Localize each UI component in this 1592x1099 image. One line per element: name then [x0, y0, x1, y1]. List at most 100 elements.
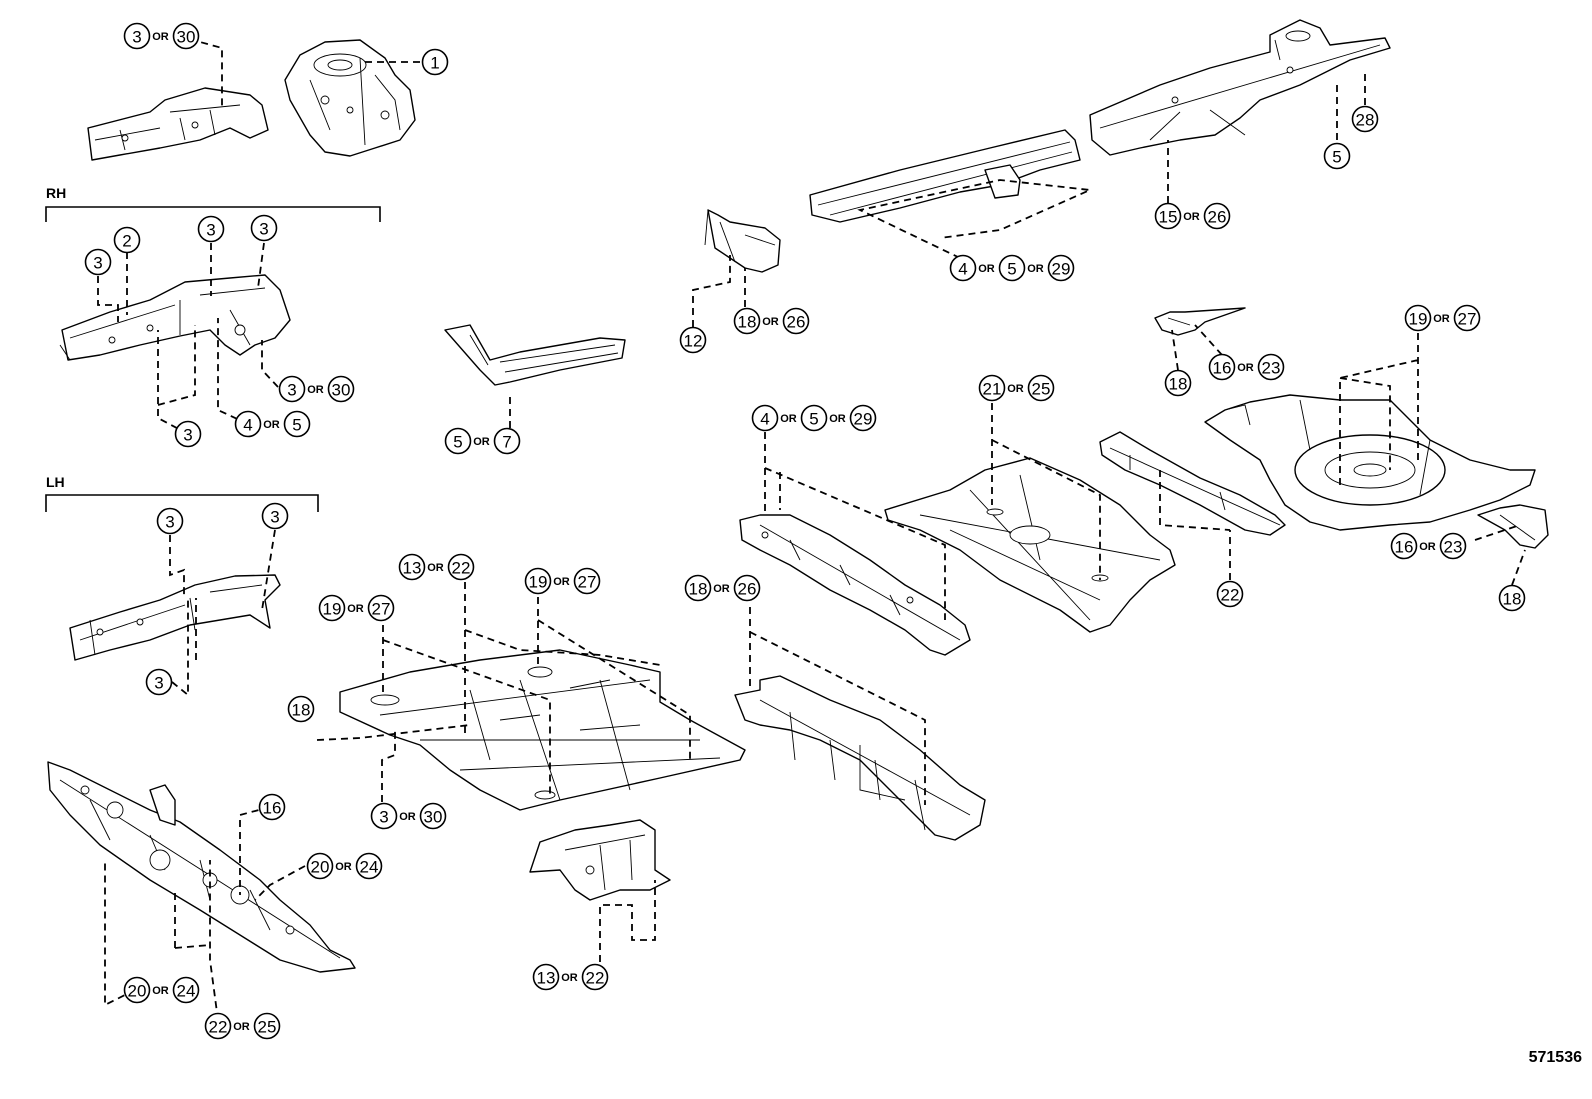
- part-number-circle: [949, 254, 977, 282]
- rear-small-bracket-upper-part[interactable]: [1154, 307, 1246, 336]
- rear-side-member-part[interactable]: [1089, 19, 1391, 156]
- part-number-circle: [1257, 353, 1285, 381]
- or-separator: OR: [152, 985, 169, 997]
- part-number: 25: [1032, 380, 1051, 399]
- part-number-circle: [1154, 202, 1182, 230]
- rh-front-side-member-part[interactable]: [59, 274, 291, 361]
- lh-section-bracket: LH: [45, 474, 319, 512]
- front-side-member-part[interactable]: [87, 87, 269, 161]
- part-number: 13: [403, 559, 422, 578]
- part-number-circle: [1203, 202, 1231, 230]
- part-number-circle: [532, 963, 560, 991]
- part-number-circle: [1498, 584, 1526, 612]
- part-number-circle: [197, 215, 225, 243]
- part-number: 3: [93, 254, 102, 273]
- callout-lh-3a: 3: [156, 507, 184, 535]
- part-number-circle: [172, 22, 200, 50]
- part-number: 3: [270, 508, 279, 527]
- part-number: 18: [1169, 375, 1188, 394]
- rocker-panel-part[interactable]: [444, 324, 626, 386]
- part-number: 25: [258, 1018, 277, 1037]
- or-separator: OR: [233, 1021, 250, 1033]
- or-separator: OR: [399, 811, 416, 823]
- part-number: 3: [154, 674, 163, 693]
- part-number-circle: [113, 226, 141, 254]
- dash-panel-part[interactable]: [47, 761, 356, 973]
- part-number: 16: [1213, 359, 1232, 378]
- or-separator: OR: [1237, 362, 1254, 374]
- part-number-circle: [1351, 105, 1379, 133]
- part-number: 18: [1503, 590, 1522, 609]
- part-number-circle: [493, 427, 521, 455]
- part-number: 22: [209, 1018, 228, 1037]
- part-number-circle: [1390, 532, 1418, 560]
- callout-12: 12: [679, 326, 707, 354]
- part-number: 19: [529, 573, 548, 592]
- part-number-circle: [261, 502, 289, 530]
- callout-1: 1: [421, 48, 449, 76]
- lh-front-side-member-part[interactable]: [69, 574, 281, 661]
- front-floor-pan-part[interactable]: [339, 649, 746, 811]
- part-number-circle: [1439, 532, 1467, 560]
- part-number: 5: [1332, 148, 1341, 167]
- rear-floor-pan-part[interactable]: [1204, 394, 1536, 531]
- part-number: 5: [453, 433, 462, 452]
- part-number: 3: [132, 28, 141, 47]
- part-number: 21: [983, 380, 1002, 399]
- suspension-tower-part[interactable]: [284, 39, 416, 157]
- or-separator: OR: [1183, 211, 1200, 223]
- part-number-circle: [318, 594, 346, 622]
- part-number-circle: [172, 976, 200, 1004]
- part-number: 1: [430, 54, 439, 73]
- part-number: 15: [1159, 208, 1178, 227]
- part-number: 3: [379, 808, 388, 827]
- front-cross-member-part[interactable]: [529, 819, 671, 901]
- part-number: 3: [206, 221, 215, 240]
- leader-lines: [97, 35, 1526, 1021]
- callout-22-25: 22 OR 25: [204, 1012, 281, 1040]
- part-number: 22: [452, 559, 471, 578]
- part-number-circle: [156, 507, 184, 535]
- part-number-circle: [1216, 580, 1244, 608]
- callout-rh-3a: 3: [84, 248, 112, 276]
- part-number-circle: [733, 307, 761, 335]
- callout-rh-3d: 3: [174, 420, 202, 448]
- small-bracket-part[interactable]: [704, 209, 781, 273]
- rh-label: RH: [46, 185, 66, 201]
- rear-floor-cross-member-part[interactable]: [739, 514, 971, 656]
- rear-cross-member-22-part[interactable]: [1099, 431, 1286, 536]
- part-number: 3: [259, 220, 268, 239]
- rear-floor-side-member-upper-part[interactable]: [809, 129, 1081, 223]
- callout-rh-3b: 3: [197, 215, 225, 243]
- callout-lh-3c: 3: [145, 668, 173, 696]
- or-separator: OR: [263, 419, 280, 431]
- part-number: 16: [1395, 538, 1414, 557]
- part-number: 4: [958, 260, 967, 279]
- or-separator: OR: [347, 603, 364, 615]
- or-separator: OR: [780, 413, 797, 425]
- part-number: 19: [323, 600, 342, 619]
- center-floor-cross-member-part[interactable]: [734, 675, 986, 841]
- or-separator: OR: [1027, 263, 1044, 275]
- part-number-circle: [998, 254, 1026, 282]
- rear-floor-center-pan-part[interactable]: [884, 457, 1176, 633]
- part-number: 26: [1208, 208, 1227, 227]
- or-separator: OR: [553, 576, 570, 588]
- callout-20-24-b: 20 OR 24: [123, 976, 200, 1004]
- part-number: 3: [183, 426, 192, 445]
- part-number-circle: [1164, 369, 1192, 397]
- part-number-circle: [398, 553, 426, 581]
- part-number: 24: [177, 982, 196, 1001]
- part-number: 3: [287, 381, 296, 400]
- part-number: 20: [128, 982, 147, 1001]
- part-number-circle: [84, 248, 112, 276]
- part-number-circle: [1027, 374, 1055, 402]
